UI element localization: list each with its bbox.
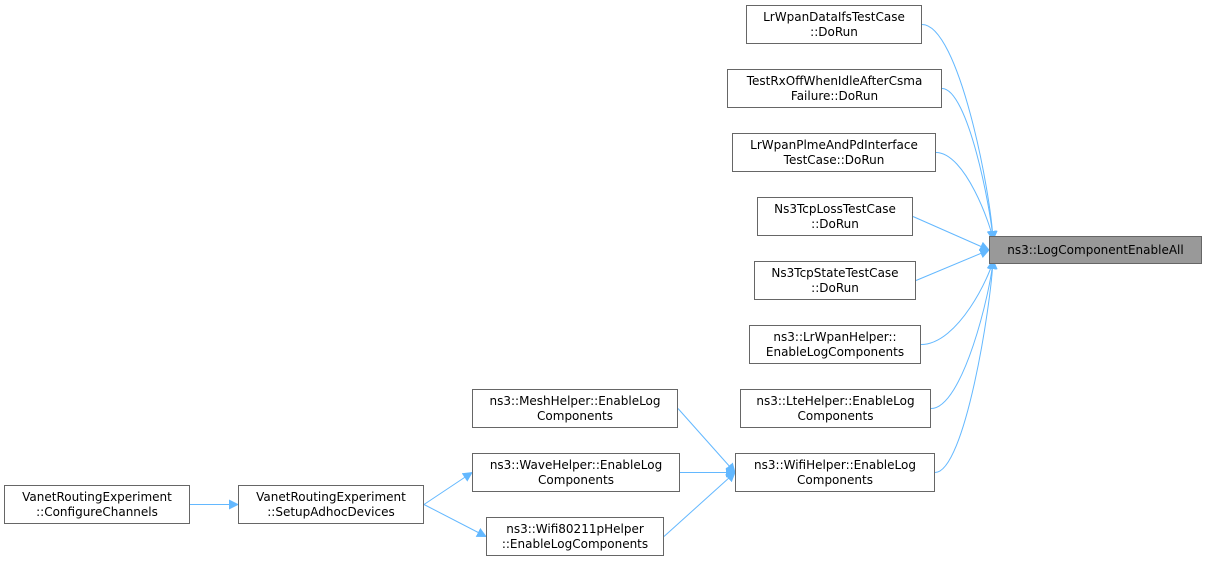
node-label-line: Failure::DoRun (790, 88, 879, 103)
node-label-line: ns3::WifiHelper::EnableLog (754, 457, 916, 472)
caller-node-n6[interactable]: ns3::LrWpanHelper::EnableLogComponents (749, 325, 921, 364)
node-label-line: ns3::LteHelper::EnableLog (756, 393, 915, 408)
node-label-line: Ns3TcpStateTestCase (771, 265, 899, 280)
edge-n7-to-root (930, 259, 998, 409)
caller-node-n4[interactable]: Ns3TcpLossTestCase::DoRun (757, 197, 913, 236)
edge-n4-to-root (912, 216, 990, 251)
node-label-line: EnableLogComponents (765, 344, 905, 359)
caller-node-n12[interactable]: VanetRoutingExperiment::SetupAdhocDevice… (238, 485, 424, 524)
caller-node-n11[interactable]: ns3::Wifi80211pHelper::EnableLogComponen… (486, 517, 664, 556)
edge-n2-to-root (941, 88, 998, 241)
node-label-line: Components (537, 408, 613, 423)
node-label-line: ns3::LrWpanHelper:: (773, 329, 897, 344)
edge-n5-to-root (915, 248, 990, 281)
node-label-line: ::SetupAdhocDevices (267, 504, 395, 519)
node-label-line: LrWpanDataIfsTestCase (763, 9, 905, 24)
node-label-line: Components (538, 472, 614, 487)
node-label-line: VanetRoutingExperiment (22, 489, 172, 504)
node-label-line: ::DoRun (810, 24, 858, 39)
node-label-line: ::EnableLogComponents (501, 536, 649, 551)
caller-node-n13[interactable]: VanetRoutingExperiment::ConfigureChannel… (4, 485, 190, 524)
edge-n11-to-n8 (663, 471, 736, 537)
node-label-line: LrWpanPlmeAndPdInterface (750, 137, 918, 152)
node-label-line: ::DoRun (811, 216, 859, 231)
node-label-line: TestCase::DoRun (783, 152, 885, 167)
edge-n9-to-n8 (677, 408, 736, 474)
node-label-line: ns3::WaveHelper::EnableLog (489, 457, 663, 472)
caller-node-n5[interactable]: Ns3TcpStateTestCase::DoRun (754, 261, 916, 300)
node-label-line: ns3::MeshHelper::EnableLog (489, 393, 661, 408)
node-label-line: ns3::Wifi80211pHelper (506, 521, 644, 536)
caller-node-n1[interactable]: LrWpanDataIfsTestCase::DoRun (746, 5, 922, 44)
edge-n1-to-root (921, 24, 998, 241)
node-label-line: ::DoRun (811, 280, 859, 295)
node-label-line: ns3::LogComponentEnableAll (1007, 242, 1184, 257)
node-label-line: Components (797, 408, 874, 423)
root-function-node: ns3::LogComponentEnableAll (989, 236, 1202, 264)
edge-n8-to-root (934, 259, 998, 473)
node-label-line: VanetRoutingExperiment (256, 489, 406, 504)
node-label-line: TestRxOffWhenIdleAfterCsma (746, 73, 923, 88)
edge-n12-to-n10 (423, 471, 473, 505)
node-label-line: Components (797, 472, 873, 487)
node-label-line: Ns3TcpLossTestCase (774, 201, 896, 216)
edge-n6-to-root (920, 259, 997, 345)
edge-n12-to-n11 (423, 504, 487, 537)
edge-n3-to-root (935, 152, 997, 241)
node-label-line: ::ConfigureChannels (36, 504, 158, 519)
